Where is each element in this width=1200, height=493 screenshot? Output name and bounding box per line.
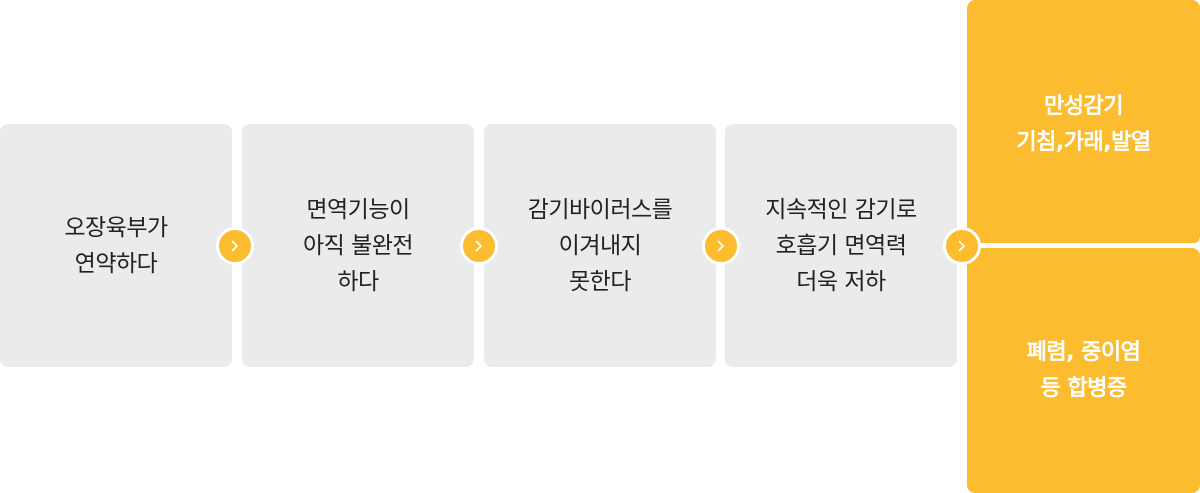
result-2-line-1: 폐렴, 중이염 bbox=[1026, 339, 1141, 365]
step-4-line-1: 지속적인 감기로 bbox=[765, 196, 917, 223]
step-2-line-3: 하다 bbox=[337, 268, 379, 295]
chevron-right-icon bbox=[216, 227, 254, 265]
step-4-line-2: 호흡기 면역력 bbox=[775, 232, 907, 259]
step-3-box: 감기바이러스를 이겨내지 못한다 bbox=[484, 124, 716, 367]
step-2-line-2: 아직 불완전 bbox=[302, 232, 414, 259]
result-2-line-2: 등 합병증 bbox=[1040, 375, 1127, 401]
step-1-box: 오장육부가 연약하다 bbox=[0, 124, 232, 367]
chevron-right-icon bbox=[702, 227, 740, 265]
step-3-line-2: 이겨내지 bbox=[558, 232, 642, 259]
result-connector-line bbox=[980, 243, 1200, 248]
step-3-line-1: 감기바이러스를 bbox=[527, 196, 673, 223]
step-2-line-1: 면역기능이 bbox=[306, 196, 410, 223]
step-4-box: 지속적인 감기로 호흡기 면역력 더욱 저하 bbox=[725, 124, 957, 367]
result-chronic-cold-box: 만성감기 기침,가래,발열 bbox=[967, 0, 1200, 244]
step-1-line-1: 오장육부가 bbox=[64, 214, 168, 241]
step-4-line-3: 더욱 저하 bbox=[796, 268, 886, 295]
chevron-right-icon bbox=[943, 227, 981, 265]
step-3-line-3: 못한다 bbox=[569, 268, 631, 295]
step-1-line-2: 연약하다 bbox=[74, 250, 158, 277]
step-2-box: 면역기능이 아직 불완전 하다 bbox=[242, 124, 474, 367]
result-complications-box: 폐렴, 중이염 등 합병증 bbox=[967, 248, 1200, 493]
result-1-line-2: 기침,가래,발열 bbox=[1016, 130, 1151, 155]
chevron-right-icon bbox=[460, 227, 498, 265]
result-1-line-1: 만성감기 bbox=[1044, 94, 1123, 119]
